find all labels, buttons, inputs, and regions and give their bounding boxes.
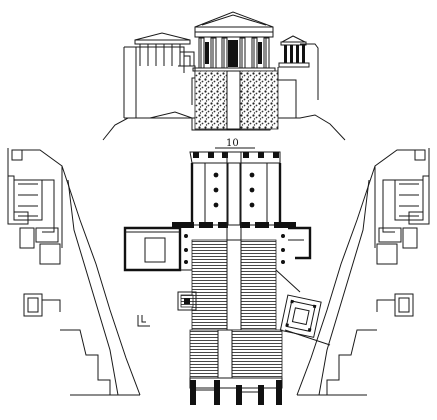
left-wing-pediment <box>134 32 191 66</box>
transverse-wall <box>172 222 296 228</box>
scale-label: 10 <box>226 138 239 149</box>
central-temple-facade <box>192 11 276 72</box>
gate-hall <box>190 152 282 226</box>
foundation-block <box>194 70 279 130</box>
monument-base <box>177 291 197 311</box>
left-wing-room <box>123 226 192 272</box>
ramp-steps <box>189 152 283 379</box>
plan-view <box>123 151 331 405</box>
right-temple <box>277 35 319 118</box>
right-side-profile <box>296 148 430 396</box>
bottom-gate <box>189 377 283 405</box>
left-side-profile <box>7 148 141 396</box>
elevation-view <box>102 11 346 141</box>
right-wing-room <box>281 226 312 264</box>
